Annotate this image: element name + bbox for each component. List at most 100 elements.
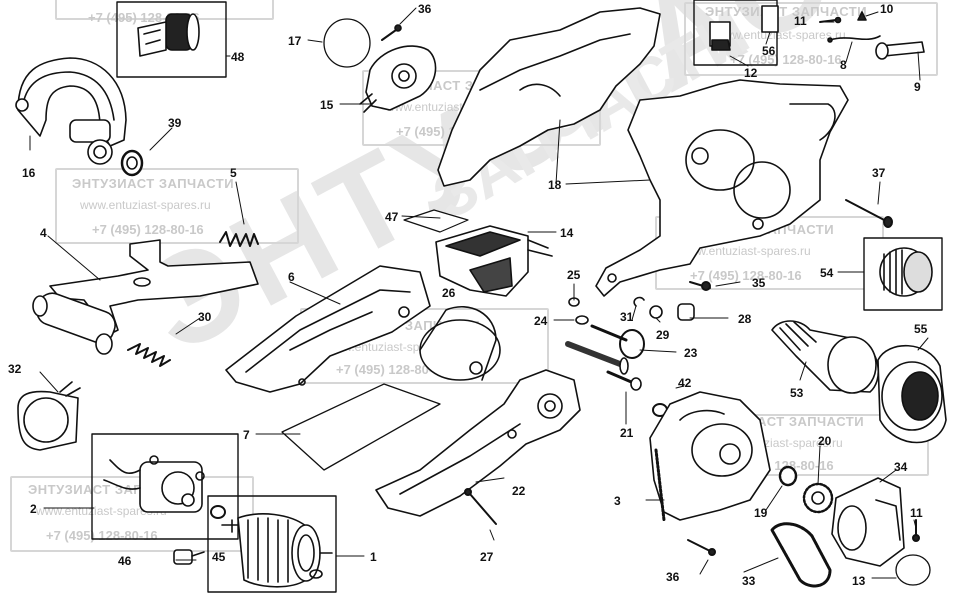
label-55: 55 [914, 322, 928, 336]
label-1: 1 [370, 550, 377, 564]
housing-18 [437, 7, 849, 297]
disc-13 [895, 554, 931, 586]
inset-box-2 [91, 433, 239, 540]
watermark-url: www.entuziast-spares.ru [80, 198, 211, 212]
label-20: 20 [818, 434, 832, 448]
label-30: 30 [198, 310, 212, 324]
label-37: 37 [872, 166, 886, 180]
label-16: 16 [22, 166, 36, 180]
gear-housing-3 [649, 391, 771, 522]
label-53: 53 [790, 386, 804, 400]
watermark-phone: +7 (495) 128-80-16 [336, 362, 448, 377]
leader-lines [29, 7, 929, 579]
label-14: 14 [560, 226, 574, 240]
watermark-title: ЭНТУЗИАСТ ЗАПЧАСТИ [72, 176, 235, 191]
inset-box-1 [207, 495, 337, 593]
label-45: 45 [212, 550, 226, 564]
label-35: 35 [752, 276, 766, 290]
label-46: 46 [118, 554, 132, 568]
dust-bag-55 [877, 344, 947, 444]
screw-11-bottom [912, 519, 920, 542]
spring-30 [127, 343, 171, 367]
bearing-45 [210, 505, 226, 519]
screw-36-bottom [687, 539, 716, 556]
filter-54 [863, 237, 943, 311]
label-5: 5 [230, 166, 237, 180]
watermark-phone: +7 (495) 128-80-16 [730, 52, 842, 67]
label-22: 22 [512, 484, 526, 498]
screw-35 [689, 281, 711, 291]
screw-36-top [381, 24, 402, 41]
pinion-19 [778, 465, 798, 487]
ring-29 [649, 305, 663, 319]
watermark-url: www.entuziast-spares.ru [680, 244, 811, 258]
label-9: 9 [914, 80, 921, 94]
label-32: 32 [8, 362, 22, 376]
belt-frame-22 [375, 369, 581, 517]
cap-17 [323, 18, 371, 68]
watermark-phone: +7 (495) 128-80-16 [690, 268, 802, 283]
fan-plate-15 [359, 45, 437, 113]
label-28: 28 [738, 312, 752, 326]
label-6: 6 [288, 270, 295, 284]
watermark-phone: +7 (495) 128-80-16 [92, 222, 204, 237]
label-47: 47 [385, 210, 399, 224]
label-23: 23 [684, 346, 698, 360]
label-4: 4 [40, 226, 47, 240]
screw-37 [845, 199, 893, 228]
label-11-top: 11 [794, 14, 807, 28]
watermark-box [55, 0, 274, 20]
label-25: 25 [567, 268, 581, 282]
label-8: 8 [840, 58, 847, 72]
handle-16 [15, 57, 127, 165]
inset-box-48 [116, 1, 227, 78]
label-24: 24 [534, 314, 548, 328]
wire-8 [827, 35, 881, 43]
label-2: 2 [30, 502, 37, 516]
bolt-27 [464, 488, 497, 525]
label-10: 10 [880, 2, 894, 16]
label-39: 39 [168, 116, 182, 130]
label-36-bottom: 36 [666, 570, 680, 584]
watermark-url: www.entuziast-spares.ru [715, 28, 846, 42]
label-7: 7 [243, 428, 250, 442]
label-33: 33 [742, 574, 756, 588]
label-12: 12 [744, 66, 758, 80]
adapter-53 [771, 320, 879, 394]
label-31: 31 [620, 310, 634, 324]
stator-2 [103, 455, 205, 513]
clip-10 [857, 11, 867, 21]
armature-1 [221, 513, 333, 588]
cover-34 [831, 477, 905, 567]
shaft-23 [565, 324, 645, 375]
cable-9 [875, 41, 925, 60]
label-36-top: 36 [418, 2, 432, 16]
brush-46 [173, 549, 205, 565]
watermark-box [55, 168, 299, 244]
switch-56 [709, 5, 779, 51]
label-48: 48 [231, 50, 245, 64]
label-17: 17 [288, 34, 302, 48]
ring-39 [120, 149, 144, 177]
label-18: 18 [548, 178, 562, 192]
label-54: 54 [820, 266, 834, 280]
guard-32 [17, 381, 81, 451]
label-13: 13 [852, 574, 866, 588]
roller-26 [419, 305, 501, 381]
label-56: 56 [762, 44, 776, 58]
bush-28 [677, 303, 695, 321]
clip-31 [633, 296, 645, 307]
plate-7 [281, 383, 441, 471]
gear-20 [802, 482, 834, 514]
belt-33 [770, 522, 832, 588]
label-3: 3 [614, 494, 621, 508]
lever-4 [32, 239, 259, 355]
label-19: 19 [754, 506, 768, 520]
label-34: 34 [894, 460, 908, 474]
label-21: 21 [620, 426, 634, 440]
module-14 [435, 225, 553, 297]
film-47 [403, 209, 469, 233]
washer-24 [575, 315, 589, 325]
